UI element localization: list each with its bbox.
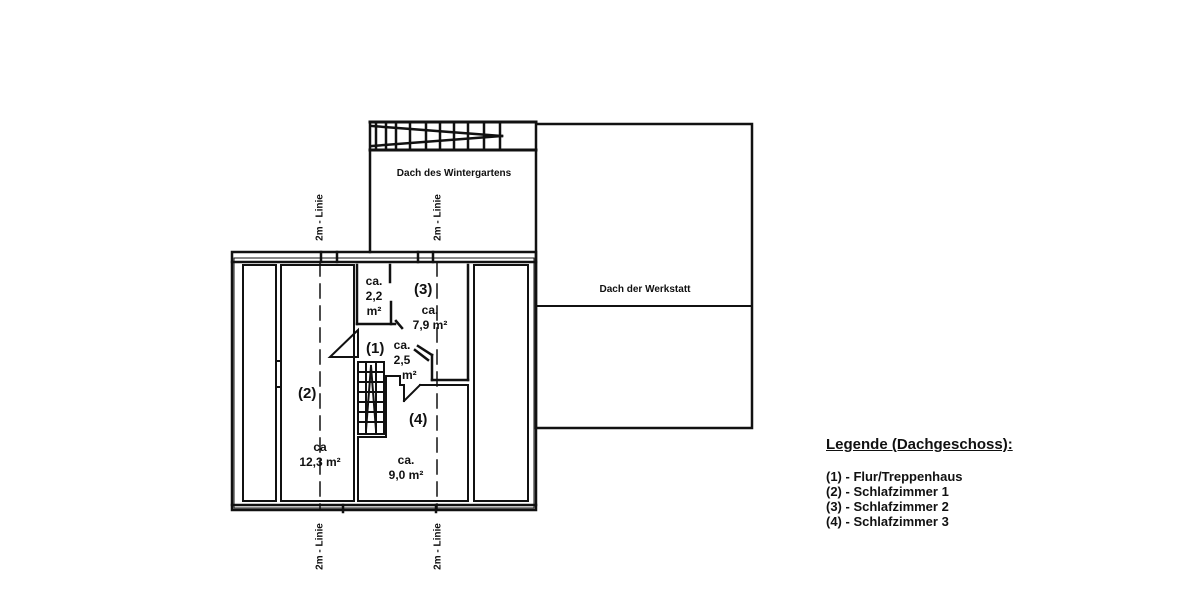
two-meter-line-label-top-left: 2m - Linie xyxy=(314,194,326,241)
room-4-area-l2: 9,0 m² xyxy=(388,468,424,482)
workshop-roof xyxy=(534,122,754,430)
legend-item: (2) - Schlafzimmer 1 xyxy=(826,484,949,499)
room-3-area-l1: ca. xyxy=(421,303,439,317)
room-1-area: ca. 2,5 m² xyxy=(388,338,417,383)
two-meter-line-label-bottom-left: 2m - Linie xyxy=(314,523,326,570)
staircase xyxy=(357,361,401,438)
room-3-number: (3) xyxy=(414,281,433,298)
legend: Legende (Dachgeschoss): (1) - Flur/Trepp… xyxy=(826,436,1013,529)
small-room-walls xyxy=(355,263,404,330)
corridor-walls xyxy=(327,327,359,502)
room-1-area-l3: m² xyxy=(402,368,417,382)
left-storage xyxy=(242,264,277,502)
wintergarden-roof-label: Dach des Wintergartens xyxy=(396,168,512,179)
small-room-area-l3: m² xyxy=(366,304,382,318)
legend-item: (1) - Flur/Treppenhaus xyxy=(826,469,963,484)
room-4-area: ca. 9,0 m² xyxy=(378,453,434,483)
two-meter-line-label-bottom-right: 2m - Linie xyxy=(432,523,444,570)
room-2-area: ca 12,3 m² xyxy=(288,440,352,470)
room-3-walls xyxy=(413,263,470,382)
small-room-area-l2: 2,2 xyxy=(365,289,383,303)
room-1-area-l2: 2,5 xyxy=(393,353,411,367)
room-4-number: (4) xyxy=(409,411,428,428)
room-4-area-l1: ca. xyxy=(397,453,415,467)
legend-item: (3) - Schlafzimmer 2 xyxy=(826,499,949,514)
room-2-area-l1: ca xyxy=(313,440,327,454)
small-room-area: ca. 2,2 m² xyxy=(360,274,388,319)
legend-item: (4) - Schlafzimmer 3 xyxy=(826,514,949,529)
room-2-number: (2) xyxy=(298,385,317,402)
two-meter-line-label-top-right: 2m - Linie xyxy=(432,194,444,241)
wintergarden-roof xyxy=(368,120,538,254)
room-1-area-l1: ca. xyxy=(393,338,411,352)
outer-walls xyxy=(230,250,538,512)
small-room-area-l1: ca. xyxy=(365,274,383,288)
two-meter-lines xyxy=(319,261,438,511)
room-1-number: (1) xyxy=(366,340,385,357)
room-3-area-l2: 7,9 m² xyxy=(412,318,448,332)
workshop-roof-label: Dach der Werkstatt xyxy=(599,284,691,295)
room-2-area-l2: 12,3 m² xyxy=(299,455,341,469)
right-storage xyxy=(473,264,529,502)
legend-title: Legende (Dachgeschoss): xyxy=(826,436,1013,453)
room-4-walls xyxy=(357,375,469,502)
room-3-area: ca. 7,9 m² xyxy=(402,303,458,333)
